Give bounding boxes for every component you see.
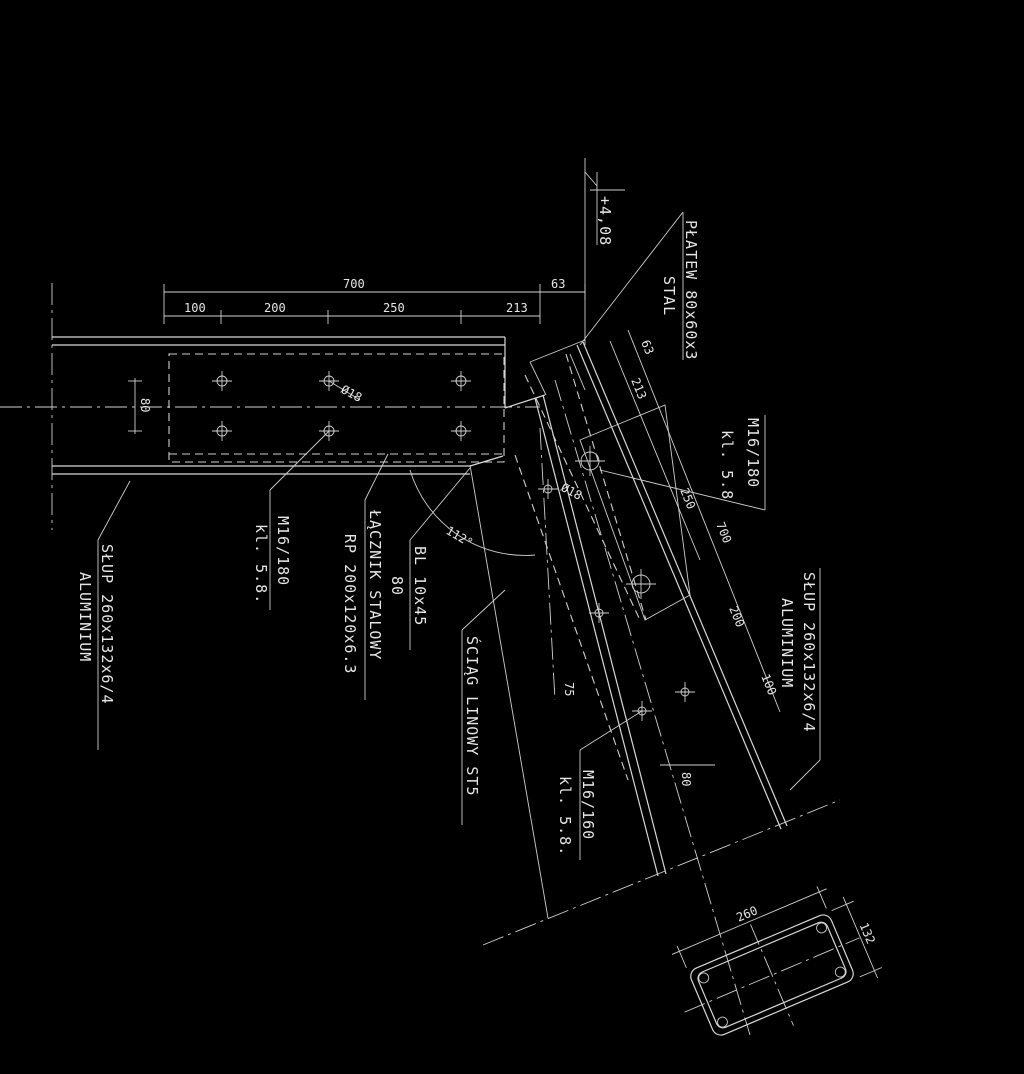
right-column bbox=[469, 339, 841, 1036]
angle-mark: 112° bbox=[409, 469, 536, 556]
purlin-title: PŁATEW 80x60x3 bbox=[682, 220, 700, 360]
bolt-left-class: kl. 5.8. bbox=[252, 524, 270, 604]
bolt-lower-class: kl. 5.8. bbox=[556, 776, 574, 856]
column-right-material: ALUMINIUM bbox=[778, 598, 796, 688]
bolt-right-label: M16/180 kl. 5.8 bbox=[599, 415, 766, 511]
left-height-dimension: 80 bbox=[128, 378, 152, 434]
column-left-title: SŁUP 260x132x6/4 bbox=[98, 544, 116, 705]
bolt-holes-left: Ø18 bbox=[212, 371, 471, 441]
column-right-label: SŁUP 260x132x6/4 ALUMINIUM bbox=[778, 568, 821, 791]
column-left-label: SŁUP 260x132x6/4 ALUMINIUM bbox=[76, 480, 131, 750]
connector-label: ŁĄCZNIK STALOWY RP 200x120x6.3 bbox=[341, 453, 389, 700]
dim-diag-1: 63 bbox=[638, 338, 656, 357]
bolt-hole bbox=[589, 603, 609, 623]
bolt-right-title: M16/180 bbox=[744, 418, 762, 488]
connector-title: ŁĄCZNIK STALOWY bbox=[366, 509, 384, 660]
bolt-left-title: M16/180 bbox=[274, 516, 292, 586]
dim-diag-2: 213 bbox=[628, 376, 649, 401]
bolt-hole bbox=[451, 371, 471, 391]
plate-len: 80 bbox=[388, 576, 406, 596]
dim-diag-4: 200 bbox=[726, 604, 747, 629]
tie-label: ŚCIĄG LINOWY ST5 bbox=[461, 464, 549, 919]
tie-title: ŚCIĄG LINOWY ST5 bbox=[463, 636, 482, 797]
bolt-hole bbox=[538, 479, 558, 499]
bolt-right-class: kl. 5.8 bbox=[718, 430, 736, 500]
dim-diag-5: 100 bbox=[758, 672, 779, 697]
connector-spec: RP 200x120x6.3 bbox=[341, 534, 359, 674]
elevation-label: +4,08 bbox=[596, 196, 614, 246]
section-height: 132 bbox=[857, 921, 878, 946]
slot-hole bbox=[626, 569, 656, 599]
bolt-hole bbox=[451, 421, 471, 441]
section-detail: 260 132 bbox=[671, 886, 882, 1036]
bolt-left-label: M16/180 kl. 5.8. bbox=[252, 430, 330, 610]
dim-diag-7: 80 bbox=[679, 772, 693, 786]
plate-label: BL 10x45 80 bbox=[388, 467, 471, 650]
bolt-lower-title: M16/160 bbox=[579, 770, 597, 840]
column-left-material: ALUMINIUM bbox=[76, 572, 94, 662]
plate-title: BL 10x45 bbox=[411, 546, 429, 626]
bolt-lower-label: M16/160 kl. 5.8. bbox=[556, 710, 643, 860]
dim-overall: 700 bbox=[343, 277, 365, 291]
left-column bbox=[0, 283, 540, 530]
dim-seg-4: 213 bbox=[506, 301, 528, 315]
purlin-label: PŁATEW 80x60x3 STAL bbox=[579, 211, 700, 360]
hole-diameter-label-2: Ø18 bbox=[559, 480, 585, 503]
dim-diag-6: 700 bbox=[713, 520, 734, 545]
dim-seg-2: 200 bbox=[264, 301, 286, 315]
elevation-mark: +4,08 bbox=[584, 158, 625, 345]
diagonal-dimensions: 63 213 250 200 100 700 80 75 bbox=[562, 329, 781, 786]
purlin-material: STAL bbox=[660, 276, 678, 316]
dim-offset: 63 bbox=[551, 277, 565, 291]
hole-diameter-label: Ø18 bbox=[339, 382, 365, 405]
dim-seg-1: 100 bbox=[184, 301, 206, 315]
top-dimensions: 700 63 100 200 250 213 bbox=[163, 277, 586, 324]
bolt-hole bbox=[675, 682, 695, 702]
dim-height: 80 bbox=[138, 398, 152, 412]
bolt-hole bbox=[212, 371, 232, 391]
angle-label: 112° bbox=[444, 523, 476, 550]
slot-hole bbox=[575, 446, 605, 476]
dim-seg-3: 250 bbox=[383, 301, 405, 315]
column-right-title: SŁUP 260x132x6/4 bbox=[800, 572, 818, 733]
dim-diag-8: 75 bbox=[562, 682, 576, 696]
bolt-hole bbox=[212, 421, 232, 441]
section-width: 260 bbox=[734, 903, 759, 924]
